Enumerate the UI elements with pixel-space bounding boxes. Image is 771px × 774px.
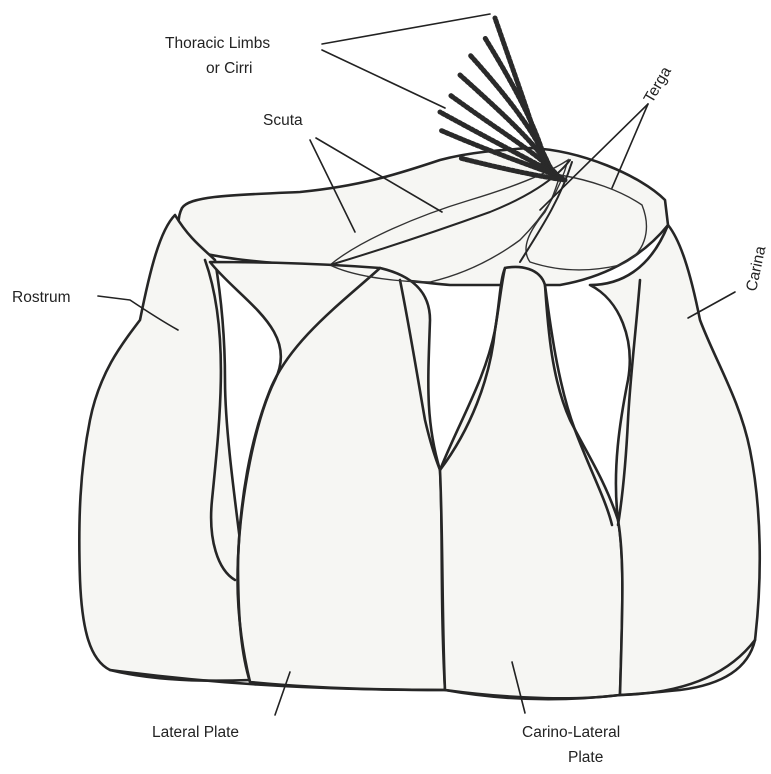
label-terga: Terga: [641, 64, 675, 106]
label-rostrum: Rostrum: [12, 289, 71, 306]
label-carina: Carina: [743, 244, 769, 293]
leader-line-thoracic-limbs-top: [322, 14, 490, 44]
label-carino-lateral: Carino-Lateral: [522, 724, 620, 741]
carino-lateral-plate: [440, 267, 622, 699]
shell: [79, 148, 759, 699]
label-or-cirri: or Cirri: [206, 60, 253, 77]
label-scuta: Scuta: [263, 112, 303, 129]
label-thoracic-limbs: Thoracic Limbs: [165, 35, 270, 52]
label-lateral-plate: Lateral Plate: [152, 724, 239, 741]
label-carino-lateral-plate: Plate: [568, 749, 603, 766]
rostrum-plate: [79, 215, 250, 681]
leader-line-thoracic-limbs-bottom: [322, 50, 445, 108]
